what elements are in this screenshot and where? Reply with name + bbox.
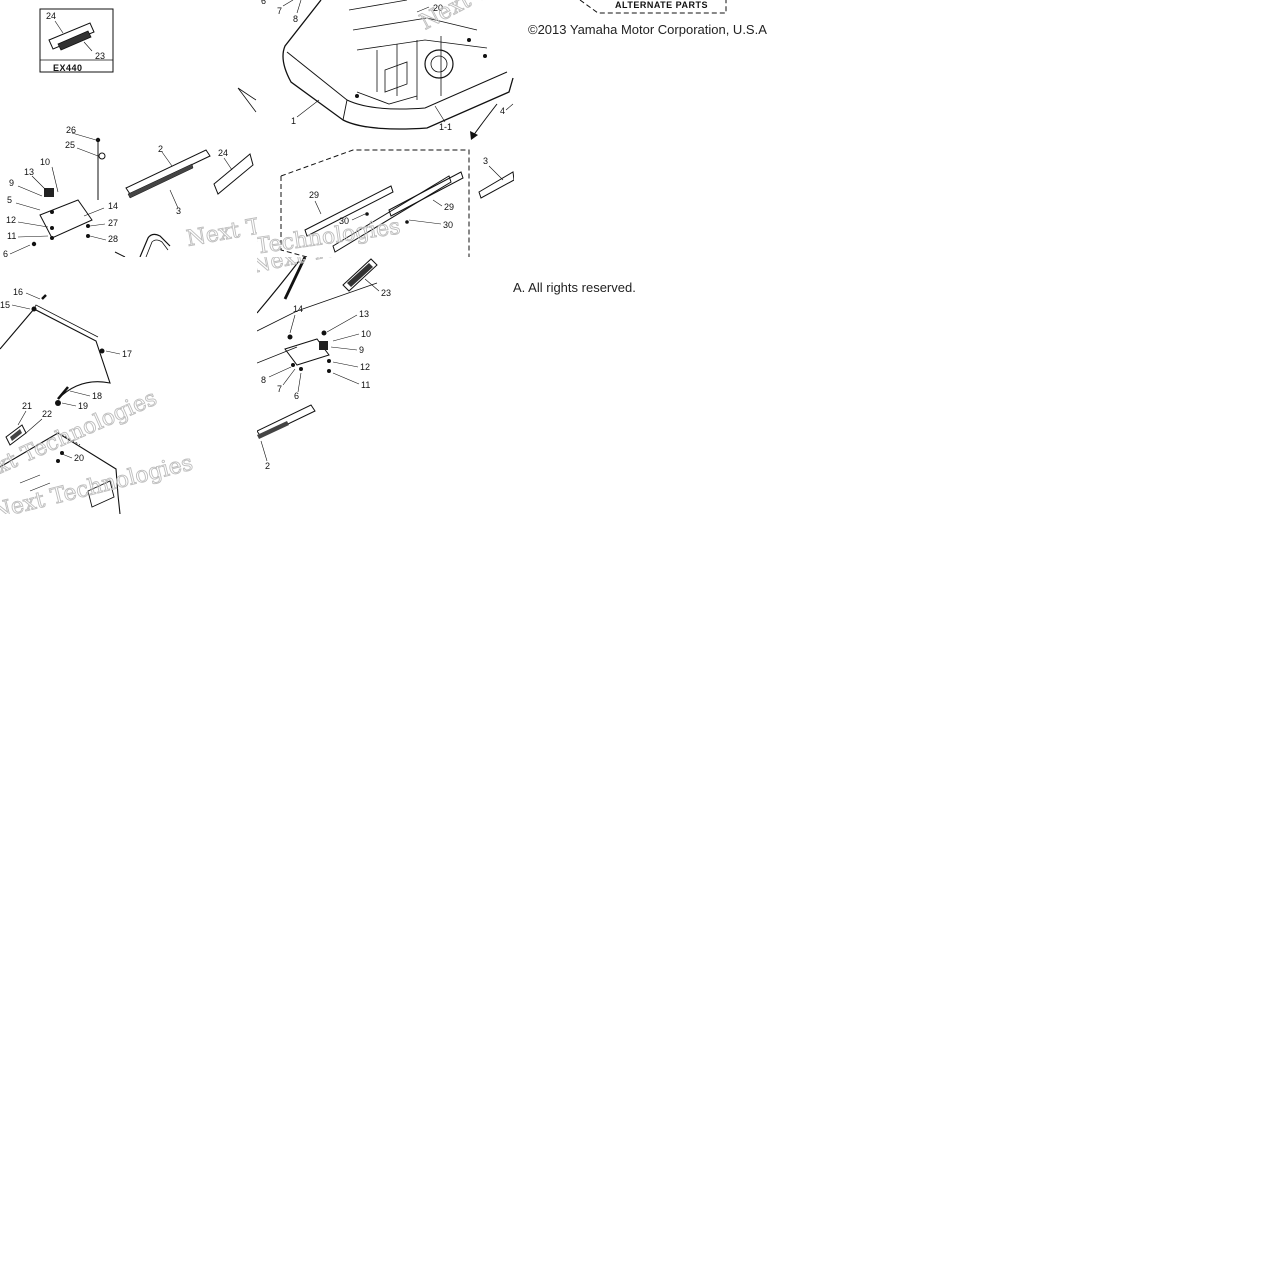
watermark-text: Next Technologies [185, 191, 257, 251]
callout-label: 19 [78, 401, 88, 411]
callout-label: 1 [291, 116, 296, 126]
callout-label: 24 [218, 148, 228, 158]
callout-label: 9 [9, 178, 14, 188]
decal-shape [48, 22, 95, 50]
watermark-text: Next Technologies [416, 0, 514, 35]
rail-strip [304, 185, 394, 237]
chassis-pan-outline [282, 0, 514, 130]
callout-label: 30 [443, 220, 453, 230]
diagram-tile-bottom-left: 16 15 17 18 19 21 22 20 Next Technologie… [0, 257, 257, 514]
callout-label: 15 [0, 300, 10, 310]
callout-label: 7 [277, 384, 282, 394]
callout-label: 11 [361, 380, 370, 390]
callout-label: 21 [22, 401, 32, 411]
callout-label: 2 [158, 144, 163, 154]
hinge-block [319, 341, 328, 350]
callout-label: 25 [65, 140, 75, 150]
callout-label: 29 [444, 202, 454, 212]
alternate-parts-box [280, 149, 470, 257]
decal-shape-dark [57, 30, 92, 51]
windshield-outline [0, 308, 111, 400]
callout-label: 6 [3, 249, 8, 257]
callout-label: 5 [7, 195, 12, 205]
callout-label: 18 [92, 391, 102, 401]
callout-label: 26 [66, 125, 76, 135]
callout-label: 23 [381, 288, 391, 298]
inset-box [39, 8, 114, 73]
callout-label: 2 [265, 461, 270, 471]
copyright-text-top: ©2013 Yamaha Motor Corporation, U.S.A [528, 22, 767, 37]
hood-outline [0, 432, 121, 514]
alternate-parts-label-svg: ALTERNATE PARTS [579, 0, 727, 14]
diagram-tile-top-right: ALTERNATE PARTS [514, 0, 771, 20]
callout-label: 12 [6, 215, 16, 225]
callout-label: 27 [108, 218, 118, 228]
decal-23 [342, 258, 378, 292]
hinge-plate [39, 199, 93, 239]
callout-label: 7 [277, 6, 282, 16]
callout-label: 13 [359, 309, 369, 319]
callout-label: 17 [122, 349, 132, 359]
diagram-tile-top-middle: 6 7 8 20 1 1-1 4 29 30 29 30 3 [257, 0, 514, 257]
callout-label: 9 [359, 345, 364, 355]
trim-strip [125, 149, 211, 195]
callout-label: 23 [95, 51, 105, 61]
diagram-top-left-svg: 24 23 EX440 26 25 10 13 9 5 [3, 8, 257, 257]
callout-label: 8 [261, 375, 266, 385]
callout-label: 29 [309, 190, 319, 200]
callout-label: 24 [46, 11, 56, 21]
callout-label: 20 [74, 453, 84, 463]
bumper-rail [283, 257, 307, 300]
diagram-top-middle-svg: 6 7 8 20 1 1-1 4 29 30 29 30 3 [257, 0, 514, 257]
hinge-block [44, 188, 54, 197]
callout-label: 14 [108, 201, 118, 211]
copyright-text-bottom: A. All rights reserved. [513, 280, 636, 295]
hinge-plate [284, 338, 330, 366]
callout-label: 10 [40, 157, 50, 167]
callout-label: 1-1 [439, 122, 452, 132]
callout-label: 28 [108, 234, 118, 244]
diagram-bottom-left-svg: 16 15 17 18 19 21 22 20 Next Technologie… [0, 287, 196, 514]
diagram-tile-bottom-middle: 23 14 13 10 9 12 11 8 7 6 [257, 257, 514, 514]
callout-label: 8 [293, 14, 298, 24]
callout-label: 3 [483, 156, 488, 166]
callout-label: 13 [24, 167, 34, 177]
callout-label: 3 [176, 206, 181, 216]
watermark-text: Next Technologies [257, 214, 402, 257]
callout-label: 6 [261, 0, 266, 6]
callout-label: 11 [7, 231, 16, 241]
inset-model-code: EX440 [53, 63, 83, 73]
diagram-tile-top-left: 24 23 EX440 26 25 10 13 9 5 [0, 0, 257, 257]
callout-label: 4 [500, 106, 505, 116]
callout-label: 30 [339, 216, 349, 226]
callout-label: 22 [42, 409, 52, 419]
callout-label: 16 [13, 287, 23, 297]
callout-label: 6 [294, 391, 299, 401]
callout-label: 10 [361, 329, 371, 339]
decal-24 [213, 153, 254, 195]
rail-strip [332, 175, 452, 253]
alternate-parts-label: ALTERNATE PARTS [615, 0, 708, 10]
diagram-bottom-middle-svg: 23 14 13 10 9 12 11 8 7 6 [257, 257, 456, 471]
callout-label: 20 [433, 3, 443, 13]
callout-label: 12 [360, 362, 370, 372]
callout-label: 14 [293, 304, 303, 314]
drive-hole [424, 49, 454, 79]
